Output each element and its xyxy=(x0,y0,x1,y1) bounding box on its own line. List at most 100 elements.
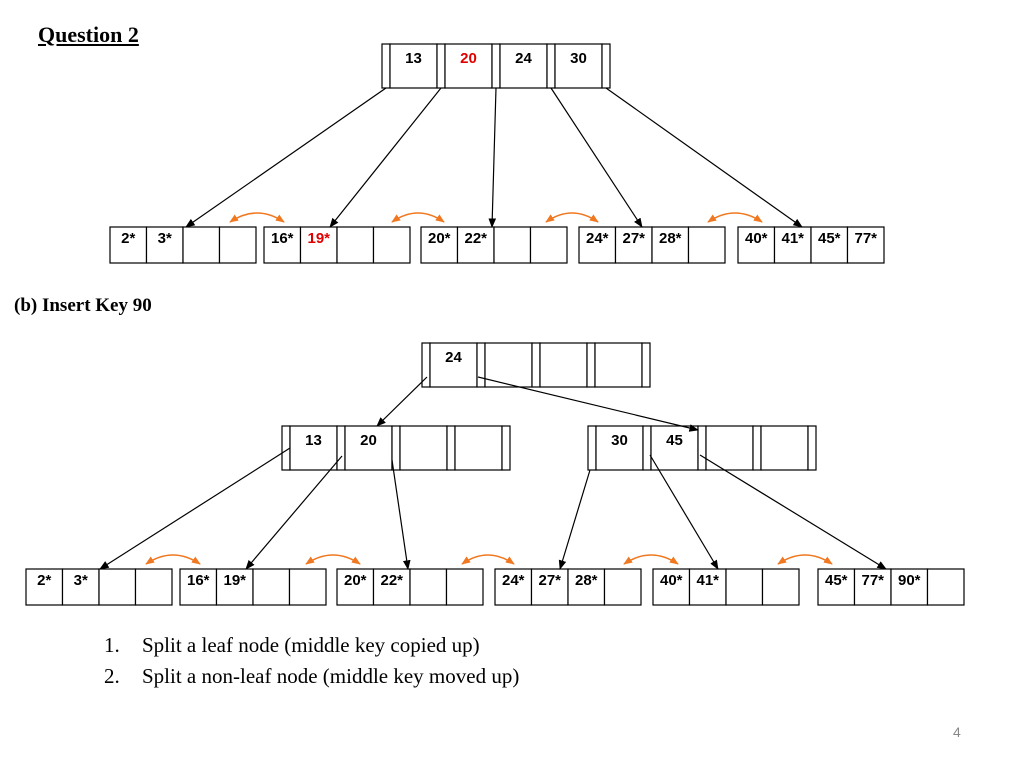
key-cell xyxy=(705,425,754,471)
pointer-slot xyxy=(546,43,556,89)
node-key: 24 xyxy=(515,50,532,67)
leaf-key: 24* xyxy=(586,230,609,247)
page-number: 4 xyxy=(953,724,961,740)
pointer-slot xyxy=(531,342,541,388)
key-cell xyxy=(429,342,478,388)
node-key: 13 xyxy=(305,432,322,449)
leaf-node: 16*19* xyxy=(263,226,411,264)
leaf-cell xyxy=(445,568,484,606)
leaf-cell xyxy=(761,568,800,606)
leaf-cell xyxy=(299,226,338,264)
pointer-slot xyxy=(807,425,817,471)
leaf-cell xyxy=(725,568,764,606)
internal-node: 30 45 xyxy=(587,425,817,471)
key-cell xyxy=(399,425,448,471)
leaf-cell xyxy=(578,226,617,264)
leaf-cell xyxy=(372,226,411,264)
leaf-key: 2* xyxy=(37,572,51,589)
child-pointer-arrow xyxy=(605,87,803,228)
leaf-key: 40* xyxy=(745,230,768,247)
leaf-cell xyxy=(652,568,691,606)
pointer-slot xyxy=(336,425,346,471)
leaf-cell xyxy=(372,568,411,606)
step-text: Split a leaf node (middle key copied up) xyxy=(142,633,480,657)
key-cell xyxy=(595,425,644,471)
leaf-cell xyxy=(218,226,257,264)
pointer-slot xyxy=(586,342,596,388)
leaf-key: 19* xyxy=(223,572,246,589)
leaf-cell xyxy=(687,226,726,264)
leaf-key: 22* xyxy=(464,230,487,247)
node-key: 24 xyxy=(445,349,462,366)
leaf-cell xyxy=(529,226,568,264)
pointer-slot xyxy=(476,342,486,388)
leaf-key: 20* xyxy=(428,230,451,247)
leaf-cell xyxy=(651,226,690,264)
key-cell xyxy=(454,425,503,471)
leaf-node: 40*41* xyxy=(652,568,800,606)
leaf-node: 20* 22* xyxy=(420,226,568,264)
sibling-link-arrow xyxy=(391,212,445,223)
pointer-slot xyxy=(752,425,762,471)
leaf-cell xyxy=(773,226,812,264)
pointer-slot xyxy=(642,425,652,471)
leaf-cell xyxy=(688,568,727,606)
child-pointer-arrow xyxy=(376,376,428,427)
leaf-node: 20* 22* xyxy=(336,568,484,606)
leaf-key: 24* xyxy=(502,572,525,589)
step-number: 1. xyxy=(104,633,120,657)
leaf-key: 20* xyxy=(344,572,367,589)
leaf-node: 45*77*90* xyxy=(817,568,965,606)
leaf-cell xyxy=(145,226,184,264)
child-pointer-arrow xyxy=(649,454,719,570)
leaf-cell xyxy=(288,568,327,606)
sibling-link-arrow xyxy=(777,554,833,565)
node-key: 20 xyxy=(460,50,477,67)
leaf-cell xyxy=(182,226,221,264)
leaf-key: 45* xyxy=(818,230,841,247)
steps-list: 1. Split a leaf node (middle key copied u… xyxy=(104,630,519,692)
pointer-slot xyxy=(491,43,501,89)
leaf-key: 28* xyxy=(575,572,598,589)
leaf-key: 3* xyxy=(74,572,88,589)
sibling-link-arrow xyxy=(623,554,679,565)
leaf-key: 41* xyxy=(696,572,719,589)
leaf-key: 77* xyxy=(854,230,877,247)
leaf-node: 16*19* xyxy=(179,568,327,606)
leaf-node: 40* 41* 45* 77* xyxy=(737,226,885,264)
leaf-cell xyxy=(494,568,533,606)
child-pointer-arrow xyxy=(488,87,497,228)
sibling-link-arrow xyxy=(707,212,763,223)
internal-node: 13 20 xyxy=(281,425,511,471)
pointer-slot xyxy=(501,425,511,471)
node-key: 45 xyxy=(666,432,683,449)
leaf-cell xyxy=(109,226,148,264)
key-cell xyxy=(539,342,588,388)
leaf-cell xyxy=(336,568,375,606)
leaf-key: 27* xyxy=(538,572,561,589)
leaf-cell xyxy=(926,568,965,606)
node-key: 20 xyxy=(360,432,377,449)
leaf-cell xyxy=(737,226,776,264)
leaf-key: 41* xyxy=(781,230,804,247)
leaf-cell xyxy=(890,568,929,606)
step-text: Split a non-leaf node (middle key moved … xyxy=(142,664,520,688)
leaf-key: 90* xyxy=(898,572,921,589)
step-item: 1. Split a leaf node (middle key copied u… xyxy=(104,630,519,661)
node-key: 30 xyxy=(611,432,628,449)
leaf-cell xyxy=(420,226,459,264)
key-cell xyxy=(484,342,533,388)
leaf-key: 19* xyxy=(307,230,330,247)
key-cell xyxy=(594,342,643,388)
step-number: 2. xyxy=(104,664,120,688)
child-pointer-arrow xyxy=(99,447,291,570)
leaf-key: 22* xyxy=(380,572,403,589)
leaf-key: 2* xyxy=(121,230,135,247)
child-pointer-arrow xyxy=(550,87,643,228)
child-pointer-arrow xyxy=(245,455,343,570)
leaf-cell xyxy=(25,568,64,606)
leaf-cell xyxy=(98,568,137,606)
leaf-node: 2*3* xyxy=(109,226,257,264)
